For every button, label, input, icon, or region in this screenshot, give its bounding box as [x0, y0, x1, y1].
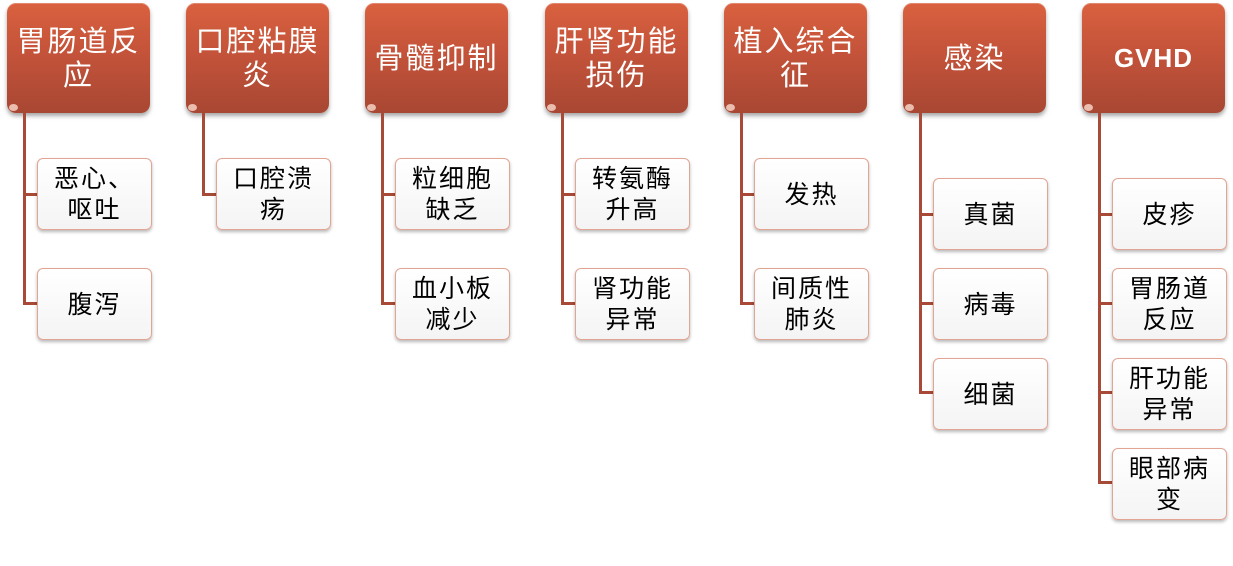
item-label: 恶心、呕吐	[53, 164, 135, 224]
category-box-bone-marrow-suppression: 骨髓抑制	[365, 3, 508, 113]
item-box: 粒细胞缺乏	[395, 158, 510, 230]
connector-branch	[381, 193, 396, 196]
item-label: 肝功能异常	[1128, 364, 1210, 424]
category-label: 胃肠道反应	[16, 24, 141, 92]
category-label: 肝肾功能损伤	[554, 24, 679, 92]
connector-branch	[23, 193, 38, 196]
connector-line	[202, 113, 205, 196]
category-label: 口腔粘膜炎	[195, 24, 320, 92]
item-label: 眼部病变	[1128, 454, 1210, 514]
item-box: 细菌	[933, 358, 1048, 430]
corner-bead-icon	[1084, 104, 1093, 111]
corner-bead-icon	[547, 104, 556, 111]
item-box: 发热	[754, 158, 869, 230]
item-box: 口腔溃疡	[216, 158, 331, 230]
item-label: 腹泻	[67, 289, 122, 319]
column-gvhd: GVHD 皮疹 胃肠道反应 肝功能异常 眼部病变	[1082, 0, 1233, 566]
column-bone-marrow-suppression: 骨髓抑制 粒细胞缺乏 血小板减少	[365, 0, 544, 566]
connector-branch	[23, 302, 38, 305]
connector-branch	[740, 193, 755, 196]
column-infection: 感染 真菌 病毒 细菌	[903, 0, 1082, 566]
item-box: 病毒	[933, 268, 1048, 340]
item-label: 细菌	[963, 379, 1018, 409]
connector-line	[381, 113, 384, 303]
connector-branch	[919, 391, 934, 394]
connector-branch	[1098, 302, 1113, 305]
corner-bead-icon	[905, 104, 914, 111]
column-liver-kidney-injury: 肝肾功能损伤 转氨酶升高 肾功能异常	[545, 0, 724, 566]
connector-branch	[202, 193, 217, 196]
category-label: GVHD	[1113, 43, 1194, 73]
connector-line	[1098, 113, 1101, 483]
item-box: 腹泻	[37, 268, 152, 340]
item-box: 胃肠道反应	[1112, 268, 1227, 340]
column-gastrointestinal: 胃肠道反应 恶心、呕吐 腹泻	[7, 0, 186, 566]
connector-branch	[561, 193, 576, 196]
item-box: 恶心、呕吐	[37, 158, 152, 230]
category-box-infection: 感染	[903, 3, 1046, 113]
connector-line	[23, 113, 26, 303]
category-box-liver-kidney-injury: 肝肾功能损伤	[545, 3, 688, 113]
item-box: 肝功能异常	[1112, 358, 1227, 430]
connector-branch	[740, 302, 755, 305]
item-label: 口腔溃疡	[232, 164, 314, 224]
connector-branch	[561, 302, 576, 305]
corner-bead-icon	[726, 104, 735, 111]
item-label: 胃肠道反应	[1128, 274, 1210, 334]
column-engraftment-syndrome: 植入综合征 发热 间质性肺炎	[724, 0, 903, 566]
item-box: 眼部病变	[1112, 448, 1227, 520]
item-box: 转氨酶升高	[575, 158, 690, 230]
item-label: 间质性肺炎	[770, 274, 852, 334]
item-box: 血小板减少	[395, 268, 510, 340]
item-label: 皮疹	[1142, 199, 1197, 229]
item-label: 粒细胞缺乏	[411, 164, 493, 224]
item-box: 间质性肺炎	[754, 268, 869, 340]
corner-bead-icon	[9, 104, 18, 111]
connector-line	[919, 113, 922, 393]
item-label: 发热	[784, 179, 839, 209]
category-label: 植入综合征	[733, 24, 858, 92]
item-box: 肾功能异常	[575, 268, 690, 340]
category-label: 骨髓抑制	[374, 41, 499, 75]
category-box-oral-mucositis: 口腔粘膜炎	[186, 3, 329, 113]
category-box-engraftment-syndrome: 植入综合征	[724, 3, 867, 113]
connector-branch	[1098, 481, 1113, 484]
item-label: 肾功能异常	[591, 274, 673, 334]
item-label: 真菌	[963, 199, 1018, 229]
item-box: 真菌	[933, 178, 1048, 250]
category-box-gvhd: GVHD	[1082, 3, 1225, 113]
item-label: 转氨酶升高	[591, 164, 673, 224]
corner-bead-icon	[188, 104, 197, 111]
connector-branch	[919, 302, 934, 305]
column-oral-mucositis: 口腔粘膜炎 口腔溃疡	[186, 0, 365, 566]
connector-line	[561, 113, 564, 303]
connector-branch	[381, 302, 396, 305]
connector-line	[740, 113, 743, 303]
item-label: 血小板减少	[411, 274, 493, 334]
corner-bead-icon	[367, 104, 376, 111]
category-label: 感染	[943, 41, 1006, 75]
item-box: 皮疹	[1112, 178, 1227, 250]
connector-branch	[919, 213, 934, 216]
connector-branch	[1098, 213, 1113, 216]
item-label: 病毒	[963, 289, 1018, 319]
connector-branch	[1098, 391, 1113, 394]
category-box-gastrointestinal: 胃肠道反应	[7, 3, 150, 113]
